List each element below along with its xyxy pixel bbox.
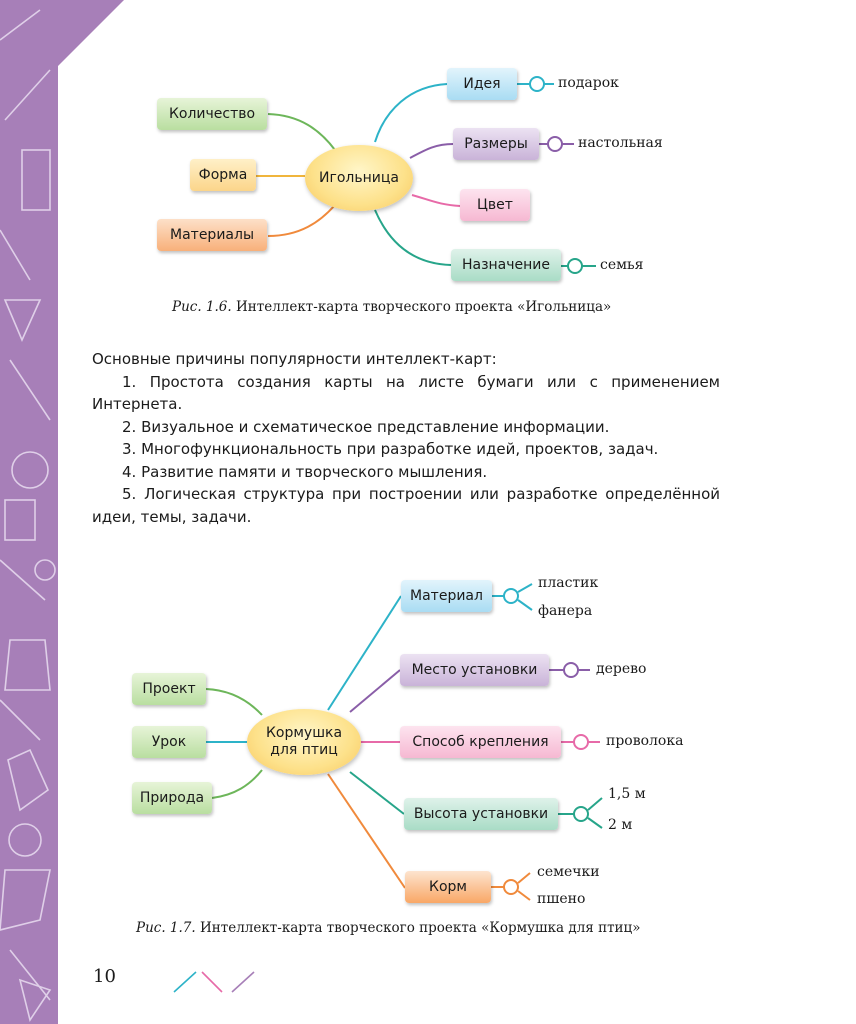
connector-sizes [409,143,454,159]
page-number: 10 [93,966,116,987]
map2-node-place: Место установки [400,654,549,686]
body-text: Основные причины популярности интеллект-… [92,348,720,528]
connector-leaf-feed-b [517,890,531,901]
connector-purpose [374,209,452,266]
map1-center-node: Игольница [305,145,413,211]
map2-node-nature: Природа [132,782,212,814]
map1-leaf-family: семья [600,257,644,273]
connector-materials [267,204,336,237]
figure1-caption-text: Интеллект-карта творческого проекта «Иго… [235,299,612,315]
junction-place [563,662,579,678]
connector-leaf-height-b [587,817,603,829]
map1-node-materials: Материалы [157,219,267,251]
figure1-caption: Рис. 1.6. Интеллект-карта творческого пр… [172,299,611,315]
map2-leaf-height-1: 1,5 м [608,786,646,802]
junction-height [573,806,589,822]
decorative-sidebar [0,0,58,1024]
body-item-1: 1. Простота создания карты на листе бума… [92,372,720,414]
connector-color [411,194,461,207]
map1-node-purpose: Назначение [451,249,561,281]
corner-decoration [58,0,124,66]
map1-node-sizes: Размеры [453,128,539,160]
body-item-2: 2. Визуальное и схематическое представле… [122,417,610,436]
junction-purpose [567,258,583,274]
connector-nature [211,769,263,799]
map2-node-height: Высота установки [404,798,558,830]
connector-leaf-feed-a [517,872,531,884]
connector-idea [374,83,448,143]
map1-node-idea: Идея [447,68,517,100]
junction-feed [503,879,519,895]
figure2-caption-text: Интеллект-карта творческого проекта «Кор… [199,920,641,936]
decorative-lines [173,971,255,993]
body-item-5: 5. Логическая структура при построении и… [92,485,720,526]
body-intro: Основные причины популярности интеллект-… [92,350,497,368]
connector-leaf-height-a [587,797,603,811]
body-item-4: 4. Развитие памяти и творческого мышлени… [122,462,488,481]
map2-leaf-height-2: 2 м [608,817,633,833]
map2-node-project: Проект [132,673,206,705]
map2-node-lesson: Урок [132,726,206,758]
connector-height [349,771,405,815]
figure2-caption: Рис. 1.7. Интеллект-карта творческого пр… [136,920,640,936]
body-item-3: 3. Многофункциональность при разработке … [122,440,659,458]
map2-leaf-plastic: пластик [538,575,599,591]
map1-node-quantity: Количество [157,98,267,130]
connector-quantity [267,113,336,151]
map2-center-line1: Кормушка [265,725,343,742]
connector-feed [327,773,406,889]
connector-leaf-material-b [517,599,533,611]
map2-node-feed: Корм [405,871,491,903]
map2-node-material: Материал [401,580,492,612]
map1-leaf-gift: подарок [558,75,619,91]
figure1-caption-label: Рис. 1.6. [172,299,232,315]
map2-center-line2: для птиц [270,742,338,758]
map2-leaf-seeds: семечки [537,864,600,880]
map2-leaf-wire: проволока [606,733,684,749]
connector-leaf-material-a [517,583,533,593]
map1-node-form: Форма [190,159,256,191]
junction-idea [529,76,545,92]
connector-project [205,688,263,716]
map1-leaf-desktop: настольная [578,135,663,151]
map1-node-color: Цвет [460,189,530,221]
figure2-caption-label: Рис. 1.7. [136,920,196,936]
connector-place [349,669,401,713]
map2-leaf-millet: пшено [537,891,586,907]
junction-material [503,588,519,604]
map2-leaf-plywood: фанера [538,603,593,619]
sidebar-pattern [0,9,56,1022]
junction-fastening [573,734,589,750]
map2-leaf-tree: дерево [596,661,647,677]
junction-sizes [547,136,563,152]
map2-node-fastening: Способ крепления [400,726,561,758]
connector-material [327,595,402,711]
